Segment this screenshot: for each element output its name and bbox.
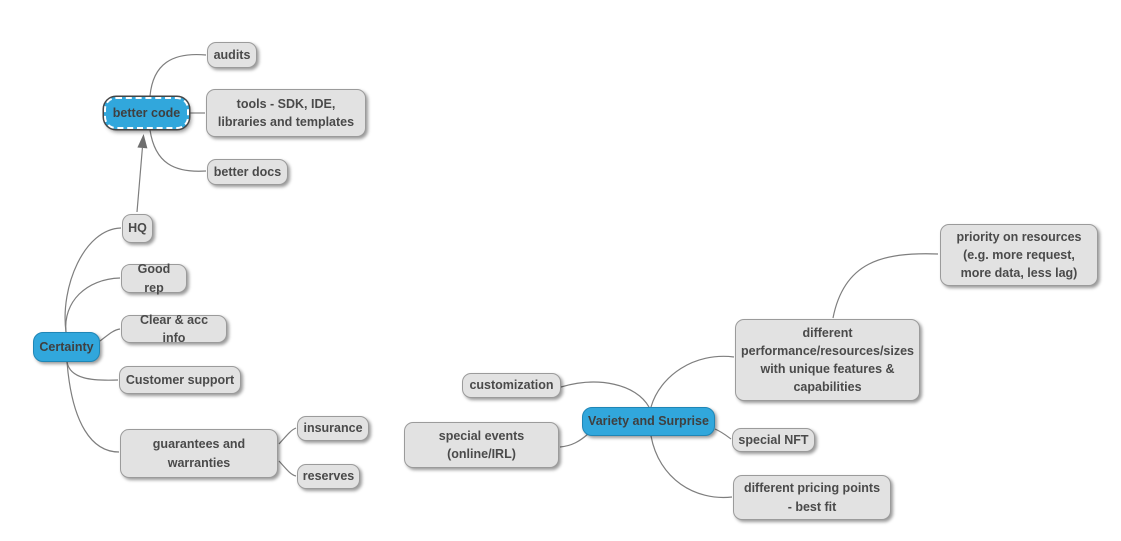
node-customization[interactable]: customization <box>462 373 561 398</box>
edge-better-code-audits <box>149 53 207 97</box>
node-tools[interactable]: tools - SDK, IDE, libraries and template… <box>206 89 366 137</box>
node-clear-acc-info[interactable]: Clear & acc info <box>121 313 227 345</box>
node-priority-resources[interactable]: priority on resources (e.g. more request… <box>940 224 1098 286</box>
node-guarantees-warranties[interactable]: guarantees and warranties <box>120 429 278 478</box>
edge-certainty-hq <box>64 227 122 333</box>
node-better-code[interactable]: better code <box>104 97 189 129</box>
edge-certainty-guarantees <box>66 361 120 453</box>
edge-certainty-customer-support <box>66 361 119 381</box>
edge-variety-customization <box>560 381 650 408</box>
edge-hq-better-code-link <box>136 147 143 213</box>
arrowhead-icon <box>137 134 148 149</box>
edge-variety-special-nft <box>714 428 732 440</box>
edge-variety-diff-performance <box>650 355 735 408</box>
node-special-nft[interactable]: special NFT <box>732 428 815 452</box>
node-diff-pricing[interactable]: different pricing points - best fit <box>733 475 891 520</box>
edge-certainty-clear-acc <box>99 328 121 342</box>
node-certainty[interactable]: Certainty <box>33 332 100 362</box>
node-diff-performance[interactable]: different performance/resources/sizes wi… <box>735 319 920 401</box>
edge-better-code-better-docs <box>149 129 207 172</box>
node-audits[interactable]: audits <box>207 42 257 68</box>
node-reserves[interactable]: reserves <box>297 464 360 489</box>
node-variety-and-surprise[interactable]: Variety and Surprise <box>582 407 715 436</box>
node-insurance[interactable]: insurance <box>297 416 369 441</box>
node-hq[interactable]: HQ <box>122 214 153 243</box>
node-customer-support[interactable]: Customer support <box>119 366 241 394</box>
edge-guarantees-insurance <box>278 427 297 445</box>
edge-diff-performance-priority <box>832 253 939 319</box>
edge-variety-diff-pricing <box>650 435 733 499</box>
edge-variety-special-events <box>559 433 589 448</box>
node-special-events[interactable]: special events (online/IRL) <box>404 422 559 468</box>
node-good-rep[interactable]: Good rep <box>121 262 187 295</box>
edge-certainty-good-rep <box>65 277 121 333</box>
node-better-docs[interactable]: better docs <box>207 159 288 185</box>
edge-guarantees-reserves <box>278 460 297 477</box>
